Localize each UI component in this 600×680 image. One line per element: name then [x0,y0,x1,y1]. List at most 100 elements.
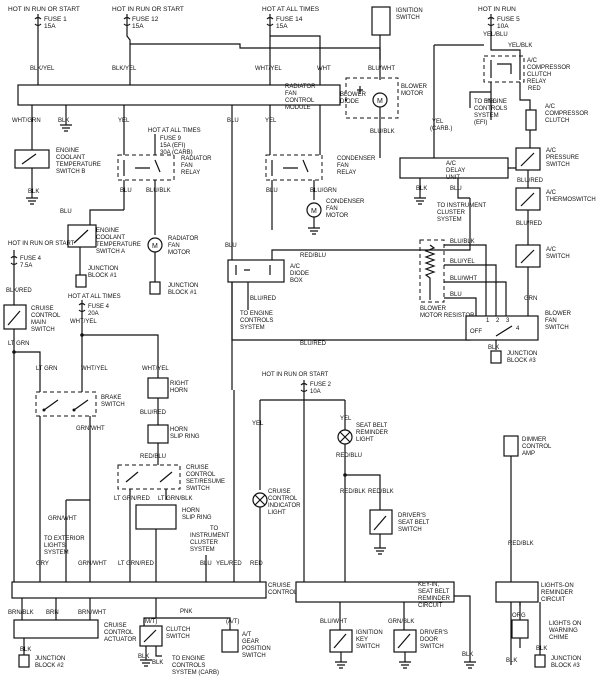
module-label: FAN [285,91,297,97]
svg-text:M: M [152,243,158,250]
engine-coolant-temp-switch-a: BLU ENGINE COOLANT TEMPERATURE SWITCH A … [60,209,141,288]
ect-b-label: ENGINE [56,148,79,154]
resistor-label: MOTOR RESISTOR [420,313,475,319]
to-instr2-label: CLUSTER [190,540,219,546]
wire-label: BLU/RED [250,296,277,302]
ac-switch: A/C SWITCH GRN [515,244,570,315]
actuator-label: CONTROL [104,630,134,636]
blower-motor-group: BLOWER DIODE M BLOWER MOTOR BLU/BLK [340,77,428,150]
wire-label: BLK/RED [6,288,32,294]
wire-label: BLK [20,647,31,653]
hot-run-start-label: HOT IN RUN OR START [8,241,75,247]
keyin-label: KEY-IN, [418,582,439,588]
at-gear-label: SWITCH [242,653,266,659]
clutch-label: COMPRESSOR [545,111,589,117]
wire-label: WHT [317,66,331,72]
horn-slip-ring-2: HORN SLIP RING TO INSTRUMENT CLUSTER SYS… [135,390,235,582]
wire-label: BLU/RED [517,178,544,184]
press-label: SWITCH [546,162,570,168]
wire-label: BRN/BLK [8,610,34,616]
wire-label: RED/BLU [300,253,326,259]
wire-label: RED [250,561,263,567]
ignition-key-switch: BLU/WHT IGNITION KEY SWITCH [320,602,383,669]
to-ext-label: TO EXTERIOR [44,536,85,542]
cruise-control-indicator: HOT IN RUN OR START FUSE 2 10A YEL CRUIS… [252,372,345,582]
off-label: OFF [470,329,482,335]
jb3-label: JUNCTION [551,656,581,662]
delay-label: UNIT [446,175,460,181]
top-wire-labels: BLK/YEL BLK/YEL WHT/YEL WHT [30,66,331,72]
top-feed-wires [37,30,381,85]
press-label: A/C [546,148,557,154]
wire-label: BLU [60,209,72,215]
module-label: CONTROL [285,98,315,104]
to-instr2-label: TO [210,526,219,532]
to-ecs-label: CONTROLS [240,318,273,324]
lights-on-label: CIRCUIT [541,597,566,603]
fuse-2-label: FUSE 2 [310,382,332,388]
blower-motor-resistor: BLOWER MOTOR RESISTOR BLU/BLK BLU/YEL BL… [419,239,507,319]
wire-label: BLU/WHT [368,66,395,72]
clutch-label: CLUTCH [545,118,569,124]
relay-label: FAN [181,163,193,169]
hot-all-times-label: HOT AT ALL TIMES [262,6,320,13]
dimmer-label: CONTROL [522,444,552,450]
wire-label: BLU/RED [300,341,327,347]
relay-label: RELAY [181,170,200,176]
ect-a-label: SWITCH A [96,249,125,255]
wire-label: BLU/RED [140,410,167,416]
wire-label: YEL/RED [216,561,242,567]
radiator-fan-motor: M RADIATOR FAN MOTOR JUNCTION BLOCK #1 [147,236,199,296]
cruise-control-main-switch: CRUISE CONTROL MAIN SWITCH LT GRN LT GRN [3,304,61,582]
chime-label: CHIME [549,635,568,641]
relay-label: RADIATOR [181,156,212,162]
jb1-label: BLOCK #1 [88,273,117,279]
fuse-4b-label: FUSE 4 [88,304,110,310]
module-output-wires [31,105,271,390]
fuse-4-cruise-feed: HOT IN RUN OR START FUSE 4 7.5A BLK/RED [6,241,75,305]
keyin-label: REMINDER [418,596,451,602]
fuse-1-symbol [34,14,42,30]
cc-ind-label: CRUISE [268,489,291,495]
wire-label: BLK [462,652,473,658]
door-sw-label: DRIVER'S [420,630,448,636]
wire-label: BLK [488,345,499,351]
wire-label: BLK [138,654,149,660]
to-ecs-efi: TO ENGINE [474,99,507,105]
ign-key-label: KEY [356,637,368,643]
clutch-label: CLUTCH [166,627,190,633]
wire-label: RED/BLK [508,541,534,547]
jb2-label: BLOCK #2 [35,663,64,669]
cc-main-label: SWITCH [31,327,55,333]
ac-switch-label: A/C [546,247,557,253]
resistor-label: BLOWER [420,306,447,312]
fuse-14-symbol [266,14,274,30]
dimmer-label: DIMMER [522,437,547,443]
ignition-switch: IGNITION SWITCH BLU/WHT [368,6,423,80]
actuator-label: ACTUATOR [104,637,137,643]
chime-label: WARNING [549,628,578,634]
cruise-unit-wire-labels: GRY GRN/WHT LT GRN/RED BLU YEL/RED RED [36,561,263,567]
wire-label: LT GRN/RED [114,496,150,502]
fuse-1-rating: 15A [44,23,56,30]
junction-block-icon [18,654,30,668]
radiator-fan-relay: HOT AT ALL TIMES FUSE 9 15A (EFI) 30A (C… [117,128,212,235]
drivers-seat-belt-switch: DRIVER'S SEAT BELT SWITCH [369,509,430,555]
wire-label: BLK/YEL [112,66,137,72]
fuse-1-label: FUSE 1 [44,16,67,23]
cc-unit-label: CRUISE [268,583,291,589]
mt-label: (M/T) [143,619,157,625]
junction-block-icon [534,654,546,668]
door-sw-label: SWITCH [420,644,444,650]
blower-motor-label: BLOWER [401,84,428,90]
wire-label: RED [528,86,541,92]
junction-block-icon [149,281,161,295]
clutch-label: A/C [545,104,556,110]
wire-label: GRN/WHT [48,516,77,522]
jb3-label: BLOCK #3 [507,358,536,364]
jb1-label: JUNCTION [168,283,198,289]
wire-label: RED/BLU [336,453,362,459]
at-gear-label: POSITION [242,646,271,652]
wire-label: BLU/YEL [450,259,475,265]
